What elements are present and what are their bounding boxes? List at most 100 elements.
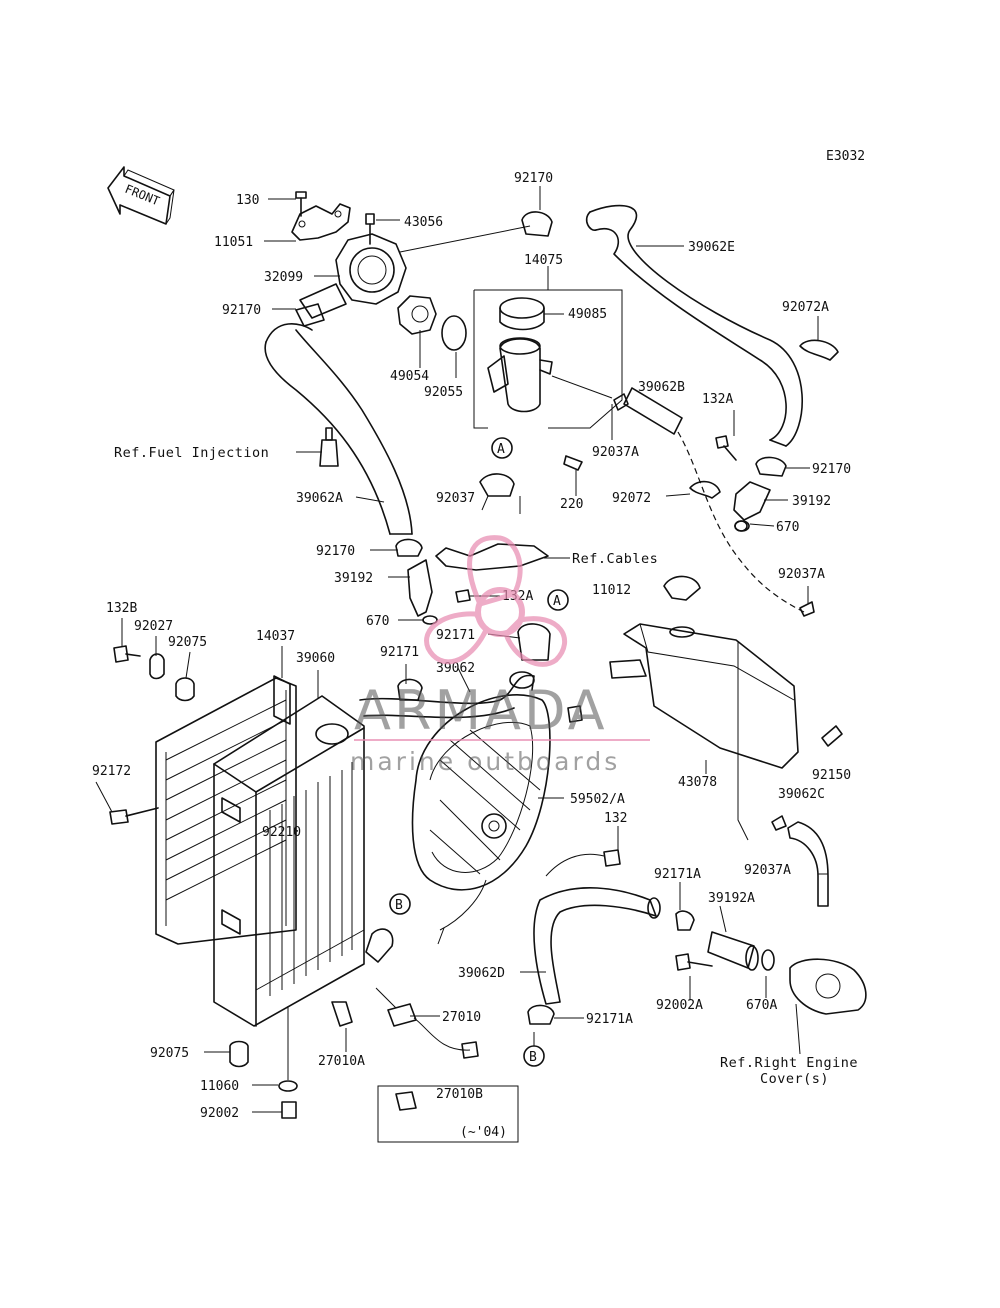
part-label: 130 bbox=[236, 193, 259, 208]
hose-clamp-92170-mid bbox=[395, 538, 423, 557]
part-label: 11060 bbox=[200, 1079, 239, 1094]
part-label: 92037A bbox=[592, 445, 639, 460]
bolt-132A-right bbox=[715, 435, 737, 461]
part-label: 14075 bbox=[524, 253, 563, 268]
water-pipe-39192-left bbox=[407, 559, 433, 617]
overflow-hose-39062C bbox=[787, 821, 829, 907]
part-label: 27010A bbox=[318, 1054, 365, 1069]
bolt-130 bbox=[295, 191, 307, 217]
hose-clamp-92170-left bbox=[295, 303, 325, 327]
part-label: 92170 bbox=[514, 171, 553, 186]
inset-part-label: 27010B bbox=[436, 1087, 483, 1102]
part-label: 43078 bbox=[678, 775, 717, 790]
part-label: 92072A bbox=[782, 300, 829, 315]
part-label: 39062E bbox=[688, 240, 735, 255]
part-label: 92150 bbox=[812, 768, 851, 783]
clip-92037 bbox=[479, 473, 515, 511]
hose-clamp-92072A bbox=[799, 339, 839, 361]
water-hose-39062D bbox=[533, 887, 661, 1005]
clip-92037A-top bbox=[613, 393, 629, 411]
air-bleed-bolt bbox=[365, 213, 375, 245]
fan-switch-27010 bbox=[387, 1003, 479, 1059]
fan-switch-27010A bbox=[331, 1001, 353, 1027]
inset-box: 27010B (~'04) bbox=[377, 1085, 519, 1143]
part-label: 92037A bbox=[778, 567, 825, 582]
cable-bracket bbox=[435, 543, 549, 571]
o-ring-670A bbox=[761, 949, 775, 971]
ref-right-engine-cover: Ref.Right Engine bbox=[720, 1055, 858, 1071]
part-label: 39062C bbox=[778, 787, 825, 802]
part-label: 39192A bbox=[708, 891, 755, 906]
svg-text:A: A bbox=[497, 442, 505, 457]
part-label: 92075 bbox=[150, 1046, 189, 1061]
part-label: 39192 bbox=[792, 494, 831, 509]
front-label: FRONT bbox=[123, 182, 162, 209]
water-pipe-39192-right bbox=[733, 481, 771, 532]
part-label: 92037 bbox=[436, 491, 475, 506]
part-label: 92072 bbox=[612, 491, 651, 506]
bolt-92150 bbox=[821, 725, 843, 747]
thermostat bbox=[397, 295, 437, 335]
svg-text:B: B bbox=[529, 1050, 537, 1065]
part-label: 39062A bbox=[296, 491, 343, 506]
part-label: 92171A bbox=[586, 1012, 633, 1027]
part-label: 92170 bbox=[812, 462, 851, 477]
hose-clamp-92170-right bbox=[755, 456, 787, 477]
callout-b-radiator: B bbox=[389, 893, 411, 915]
part-label: 32099 bbox=[264, 270, 303, 285]
callout-a-top: A bbox=[491, 437, 513, 459]
ref-right-engine-cover-2: Cover(s) bbox=[760, 1071, 829, 1087]
filler-neck-group bbox=[473, 289, 623, 429]
part-label: 92170 bbox=[222, 303, 261, 318]
water-pipe-39192A bbox=[707, 931, 759, 971]
part-label: 92210 bbox=[262, 825, 301, 840]
thermostat-cover bbox=[291, 203, 351, 241]
part-label: 92027 bbox=[134, 619, 173, 634]
callout-a-mid: A bbox=[547, 589, 569, 611]
part-label: 92172 bbox=[92, 764, 131, 779]
part-label: 39062B bbox=[638, 380, 685, 395]
part-label: 92002 bbox=[200, 1106, 239, 1121]
part-label: 92171A bbox=[654, 867, 701, 882]
part-label: 92075 bbox=[168, 635, 207, 650]
washer-11060 bbox=[278, 1080, 298, 1092]
grommet-92075-top bbox=[175, 677, 195, 702]
bolt-220 bbox=[563, 455, 583, 471]
reserve-tank bbox=[609, 575, 799, 769]
part-label: 49054 bbox=[390, 369, 429, 384]
part-label: 92170 bbox=[316, 544, 355, 559]
hose-clamp-92171A-bottom bbox=[527, 1004, 555, 1025]
watermark-subtitle: marine outboards bbox=[350, 747, 620, 776]
fuel-injection-sensor bbox=[319, 427, 339, 467]
part-label: 49085 bbox=[568, 307, 607, 322]
radiator-screen bbox=[155, 677, 297, 945]
part-label: 39062D bbox=[458, 966, 505, 981]
part-label: 92171 bbox=[436, 628, 475, 643]
o-ring-670-right bbox=[734, 520, 748, 532]
clip-92037A-low bbox=[771, 815, 787, 831]
watermark-brand: ARMADA bbox=[354, 679, 608, 742]
ref-cables: Ref.Cables bbox=[572, 551, 658, 567]
part-label: 59502/A bbox=[570, 792, 625, 807]
part-label: 670 bbox=[366, 614, 389, 629]
thermostat-housing bbox=[299, 233, 407, 319]
svg-text:B: B bbox=[395, 898, 403, 913]
part-label: 11051 bbox=[214, 235, 253, 250]
clip-92037A-mid bbox=[799, 601, 815, 617]
propeller-logo-icon bbox=[424, 535, 568, 667]
radiator bbox=[213, 695, 394, 1027]
water-pump-cover bbox=[789, 958, 867, 1015]
water-hose-39062 bbox=[359, 671, 535, 719]
water-hose-39062A bbox=[264, 323, 413, 535]
drain-bolt-92002 bbox=[281, 1101, 297, 1119]
bolt-132-low bbox=[603, 849, 621, 867]
hose-clamp-92072 bbox=[689, 480, 721, 499]
grommet-92075-bottom bbox=[229, 1040, 249, 1068]
inset-note-label: (~'04) bbox=[460, 1125, 507, 1140]
bolt-132A-mid bbox=[455, 589, 471, 603]
part-label: 670 bbox=[776, 520, 799, 535]
part-label: 27010 bbox=[442, 1010, 481, 1025]
part-label: 132 bbox=[604, 811, 627, 826]
